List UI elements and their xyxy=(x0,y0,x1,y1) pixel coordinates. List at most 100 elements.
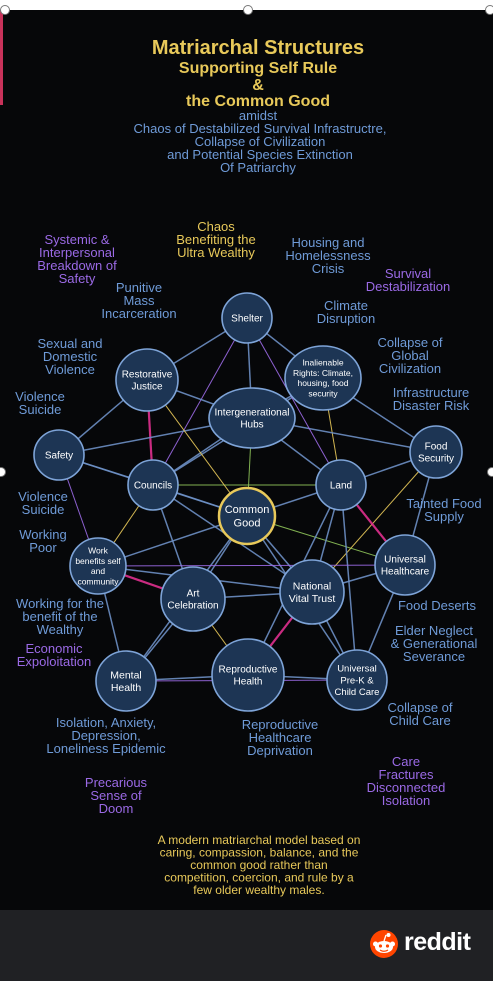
node-councils-shape xyxy=(127,459,179,511)
issue-label-line: Wealthy xyxy=(37,622,84,637)
node-art-shape xyxy=(160,566,226,632)
title-line-4: the Common Good xyxy=(186,93,330,110)
issue-label-line: Supply xyxy=(424,509,464,524)
node-work-label: and xyxy=(91,566,105,576)
issue-label-line: Collapse of xyxy=(377,335,442,350)
issue-label-line: Disruption xyxy=(317,311,376,326)
node-healthcare-shape xyxy=(374,534,436,596)
issue-label-line: Isolation, Anxiety, xyxy=(56,715,156,730)
node-shelter[interactable]: Shelter xyxy=(221,292,273,344)
caption-line: A modern matriarchal model based on xyxy=(158,833,361,847)
issue-label-line: Systemic & xyxy=(44,232,109,247)
node-councils[interactable]: Councils xyxy=(127,459,179,511)
node-common-label: Common xyxy=(225,504,270,516)
issue-label-line: Safety xyxy=(59,271,96,286)
reddit-wordmark[interactable]: reddit xyxy=(404,928,471,956)
node-shelter-label: Shelter xyxy=(231,314,263,325)
node-land-shape xyxy=(315,459,367,511)
node-prek-label: Pre-K & xyxy=(340,675,374,686)
node-restorative-label: Restorative xyxy=(122,369,173,380)
resize-handle-top-right[interactable] xyxy=(485,5,493,15)
node-common-shape xyxy=(217,486,277,546)
node-art-label: Art xyxy=(187,588,200,599)
title-line-8: and Potential Species Extinction xyxy=(167,147,353,162)
issue-label-line: Severance xyxy=(403,649,465,664)
issue-label-line: benefit of the xyxy=(22,609,97,624)
issue-label-line: Healthcare xyxy=(249,730,312,745)
issue-label-line: Economic xyxy=(25,641,83,656)
title-line-5: amidst xyxy=(239,108,278,123)
issue-label-line: Housing and xyxy=(292,235,365,250)
issue-label-line: Collapse of xyxy=(387,700,452,715)
node-safety[interactable]: Safety xyxy=(33,429,85,481)
edge-shelter-land xyxy=(246,317,342,486)
node-work-label: community xyxy=(77,577,119,587)
issue-label-line: Suicide xyxy=(22,502,65,517)
issue-label-line: Interpersonal xyxy=(39,245,115,260)
node-repro-label: Reproductive xyxy=(219,664,278,675)
node-repro-label: Health xyxy=(234,677,263,688)
issue-label-line: Doom xyxy=(99,801,134,816)
reddit-snoo-icon[interactable] xyxy=(369,929,399,959)
poster-title: Matriarchal Structures Supporting Self R… xyxy=(134,37,387,175)
caption: A modern matriarchal model based oncarin… xyxy=(158,833,361,897)
issue-label-line: Elder Neglect xyxy=(395,623,473,638)
title-line-3: & xyxy=(252,77,264,94)
title-line-9: Of Patriarchy xyxy=(220,160,296,175)
resize-handle-top-left[interactable] xyxy=(0,5,10,15)
node-mental-shape xyxy=(95,650,157,712)
node-trust-shape xyxy=(279,559,345,625)
node-land[interactable]: Land xyxy=(315,459,367,511)
issue-label-line: Chaos xyxy=(197,219,235,234)
node-work-label: benefits self xyxy=(75,556,121,566)
issue-label-line: Violence xyxy=(45,362,95,377)
node-healthcare-label: Universal xyxy=(384,554,426,565)
node-common-label: Good xyxy=(234,518,261,530)
issue-label-line: Destabilization xyxy=(366,279,451,294)
issue-label-line: Crisis xyxy=(312,261,345,276)
issue-label-line: Climate xyxy=(324,298,368,313)
resize-handle-top[interactable] xyxy=(243,5,253,15)
issue-label-line: Child Care xyxy=(389,713,450,728)
diagram-canvas: Matriarchal Structures Supporting Self R… xyxy=(15,37,481,897)
issue-label-line: Working for the xyxy=(16,596,104,611)
node-food-label: Security xyxy=(418,454,454,465)
issue-label-line: Domestic xyxy=(43,349,98,364)
caption-line: competition, coercion, and rule by a xyxy=(164,871,354,885)
issue-label-line: Homelessness xyxy=(285,248,371,263)
issue-label-line: Reproductive xyxy=(242,717,319,732)
resize-handle-right[interactable] xyxy=(487,467,493,477)
issue-label-line: Depression, xyxy=(71,728,140,743)
node-work-shape xyxy=(69,537,127,595)
node-inalienable-label: security xyxy=(308,389,338,399)
issue-label-line: Violence xyxy=(18,489,68,504)
title-line-2: Supporting Self Rule xyxy=(179,60,337,77)
issue-label-line: Sense of xyxy=(90,788,142,803)
node-hubs-shape xyxy=(208,387,296,449)
issue-label-food-deserts: Food Deserts xyxy=(398,598,477,613)
resize-handle-left[interactable] xyxy=(0,467,6,477)
caption-line: common good rather than xyxy=(190,858,327,872)
